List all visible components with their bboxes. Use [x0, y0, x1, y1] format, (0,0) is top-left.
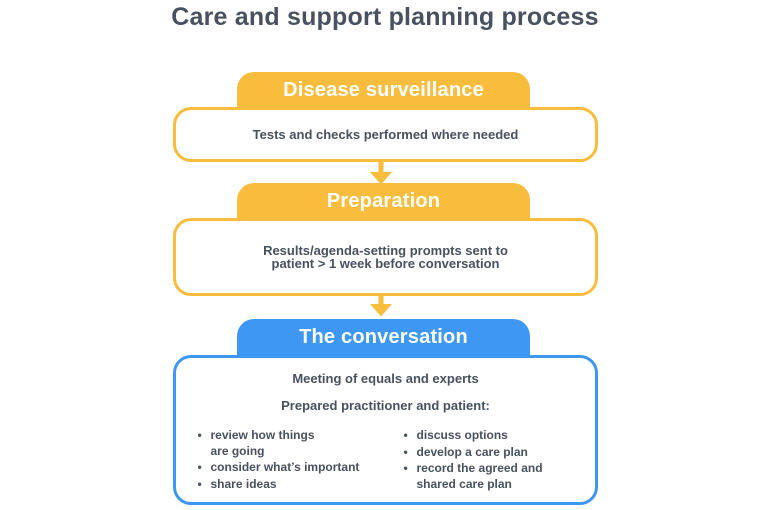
stage-header-label: The conversation — [299, 326, 468, 348]
bullet-list: review how things are going consider wha… — [197, 428, 389, 492]
down-arrow-icon — [370, 159, 392, 185]
list-item: share ideas — [197, 477, 389, 493]
stage-body-the-conversation: Meeting of equals and experts Prepared p… — [173, 355, 598, 505]
list-item: review how things are going — [197, 428, 389, 459]
bullet-column-right: discuss options develop a care plan reco… — [403, 428, 575, 493]
list-item: discuss options — [403, 428, 575, 444]
list-item: develop a care plan — [403, 445, 575, 461]
page-title: Care and support planning process — [171, 3, 599, 31]
stage-body-text: Results/agenda-setting prompts sent to p… — [263, 242, 508, 271]
stage-header-label: Preparation — [326, 190, 441, 212]
list-item: record the agreed and shared care plan — [403, 461, 575, 492]
stage-body-preparation: Results/agenda-setting prompts sent to p… — [173, 218, 598, 296]
bullet-column-left: review how things are going consider wha… — [197, 428, 389, 493]
stage-header-label: Disease surveillance — [283, 79, 484, 101]
conversation-intro-line: Meeting of equals and experts — [292, 371, 479, 386]
bullet-list: discuss options develop a care plan reco… — [403, 428, 575, 492]
stage-body-text: Tests and checks performed where needed — [252, 126, 519, 142]
stage-body-disease-surveillance: Tests and checks performed where needed — [173, 107, 598, 162]
conversation-intro-line: Prepared practitioner and patient: — [281, 397, 490, 413]
list-item: consider what’s important — [197, 460, 389, 476]
bullet-columns: review how things are going consider wha… — [176, 428, 595, 493]
down-arrow-icon — [370, 291, 392, 317]
